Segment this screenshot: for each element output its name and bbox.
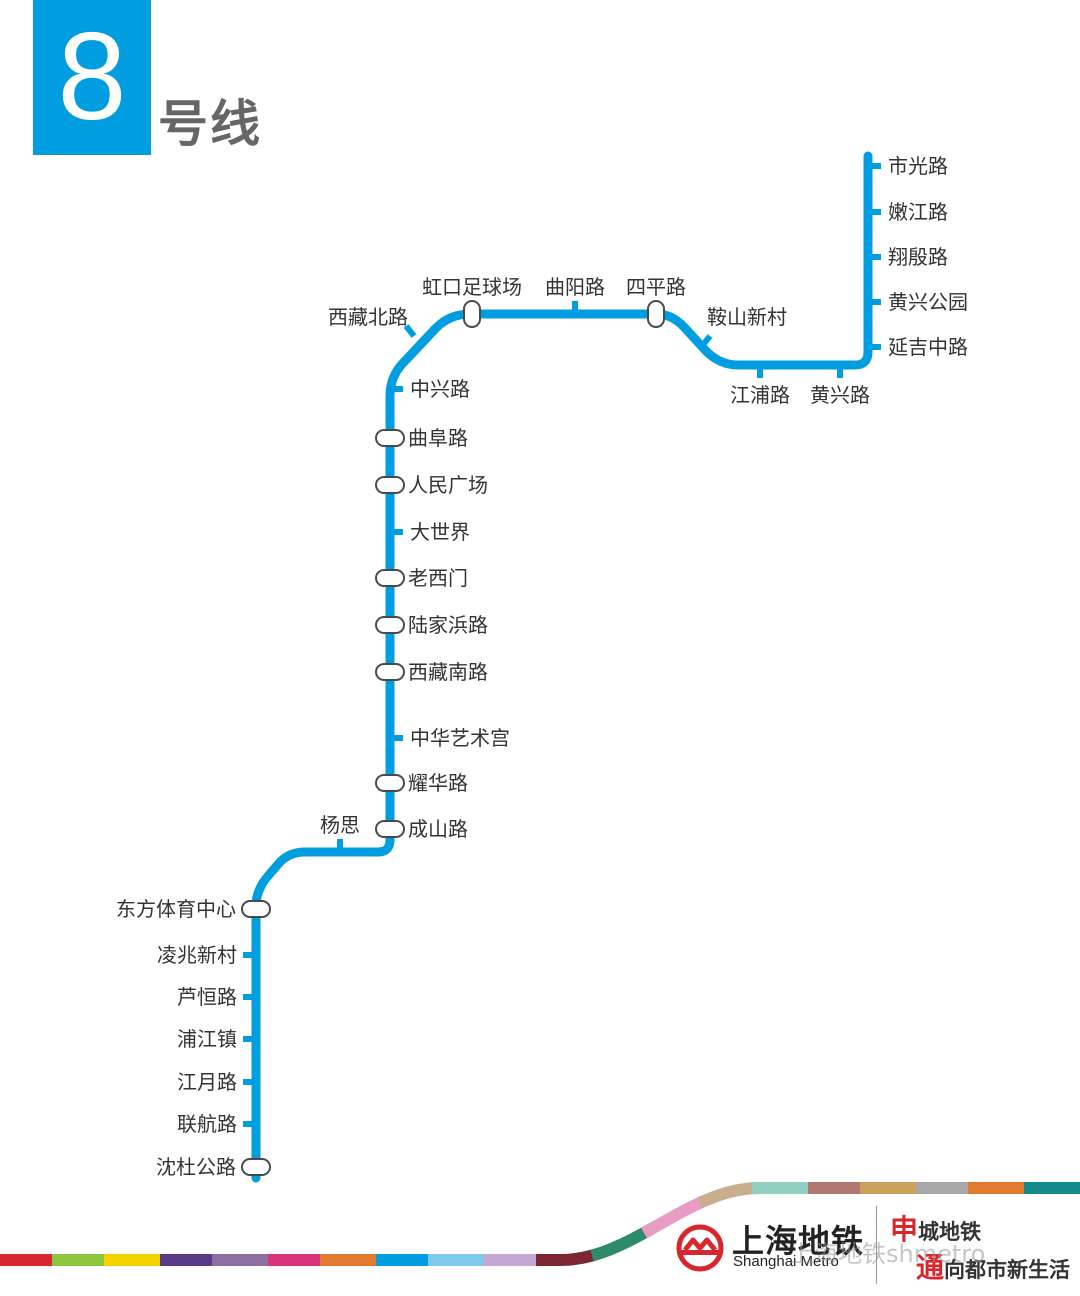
station[interactable]: 凌兆新村 xyxy=(157,943,256,967)
station-label: 耀华路 xyxy=(408,771,468,795)
station-label: 人民广场 xyxy=(408,473,488,497)
station[interactable]: 虹口足球场 xyxy=(422,275,522,328)
station[interactable]: 耀华路 xyxy=(375,771,468,795)
station[interactable]: 中兴路 xyxy=(390,377,470,401)
station-label: 凌兆新村 xyxy=(157,943,237,967)
station-label: 陆家浜路 xyxy=(408,613,488,637)
station[interactable]: 四平路 xyxy=(626,275,686,328)
slogan-line-1: 申城地铁 xyxy=(890,1208,981,1248)
footer-stripe xyxy=(0,1182,1080,1266)
station-label: 中兴路 xyxy=(410,377,470,401)
station[interactable]: 中华艺术宫 xyxy=(390,726,510,750)
interchange-marker xyxy=(375,569,405,587)
interchange-marker xyxy=(241,900,271,918)
station[interactable]: 嫩江路 xyxy=(868,200,948,224)
line-8-route xyxy=(251,151,873,1183)
station-label: 中华艺术宫 xyxy=(410,726,510,750)
station-label: 联航路 xyxy=(177,1112,237,1136)
station-tick xyxy=(403,324,417,338)
station[interactable]: 延吉中路 xyxy=(868,335,968,359)
station[interactable]: 西藏北路 xyxy=(328,305,417,338)
station-label: 西藏南路 xyxy=(408,660,488,684)
station-label: 黄兴公园 xyxy=(888,290,968,314)
interchange-marker xyxy=(375,476,405,494)
station[interactable]: 沈杜公路 xyxy=(156,1155,271,1179)
station[interactable]: 东方体育中心 xyxy=(116,897,271,921)
station[interactable]: 杨思 xyxy=(320,813,360,852)
slogan-line-2: 通向都市新生活 xyxy=(916,1246,1070,1286)
station-label: 大世界 xyxy=(410,520,470,544)
line-title: 号线 xyxy=(158,95,262,153)
station-tick xyxy=(699,334,713,348)
station[interactable]: 曲阜路 xyxy=(375,426,468,450)
station[interactable]: 市光路 xyxy=(868,154,948,178)
station-label: 虹口足球场 xyxy=(422,275,522,299)
brand-name-en: Shanghai Metro xyxy=(733,1253,839,1270)
station-label: 市光路 xyxy=(888,154,948,178)
line-number-badge: 8 xyxy=(33,0,151,155)
interchange-marker xyxy=(375,429,405,447)
station[interactable]: 西藏南路 xyxy=(375,660,488,684)
interchange-marker xyxy=(463,300,481,328)
shanghai-metro-logo-icon xyxy=(676,1224,724,1272)
slogan-1-rest: 城地铁 xyxy=(918,1219,982,1244)
station-label: 曲阳路 xyxy=(545,275,605,299)
interchange-marker xyxy=(375,663,405,681)
station-label: 四平路 xyxy=(626,275,686,299)
station-label: 西藏北路 xyxy=(328,305,408,329)
stripe-segment xyxy=(641,1195,707,1239)
station-label: 翔殷路 xyxy=(888,245,948,269)
station-label: 浦江镇 xyxy=(177,1027,237,1051)
station-label: 老西门 xyxy=(408,566,468,590)
station[interactable]: 黄兴公园 xyxy=(868,290,968,314)
brand-divider xyxy=(876,1206,877,1284)
station-label: 江浦路 xyxy=(730,383,790,407)
station[interactable]: 成山路 xyxy=(375,817,468,841)
station-label: 延吉中路 xyxy=(888,335,968,359)
station-label: 江月路 xyxy=(177,1070,237,1094)
brand-block: 上海地铁 Shanghai Metro 申城地铁 通向都市新生活 xyxy=(676,1206,1080,1288)
station[interactable]: 鞍山新村 xyxy=(699,305,787,348)
station-label: 嫩江路 xyxy=(888,200,948,224)
station-label: 东方体育中心 xyxy=(116,897,236,921)
interchange-marker xyxy=(241,1158,271,1176)
stripe-segment xyxy=(536,1248,598,1266)
station[interactable]: 浦江镇 xyxy=(177,1027,256,1051)
station-label: 成山路 xyxy=(408,817,468,841)
watermark: 上海地铁shmetro xyxy=(790,1240,986,1268)
station[interactable]: 芦恒路 xyxy=(177,985,256,1009)
interchange-marker xyxy=(375,820,405,838)
interchange-marker xyxy=(647,300,665,328)
stripe-segment xyxy=(590,1223,655,1262)
station[interactable]: 黄兴路 xyxy=(810,365,870,407)
station[interactable]: 联航路 xyxy=(177,1112,256,1136)
station[interactable]: 翔殷路 xyxy=(868,245,948,269)
stripe-segment xyxy=(697,1182,761,1209)
station[interactable]: 大世界 xyxy=(390,520,470,544)
slogan-1-head: 申 xyxy=(890,1213,919,1246)
station[interactable]: 老西门 xyxy=(375,566,468,590)
brand-name-cn: 上海地铁 xyxy=(732,1222,865,1260)
line-number: 8 xyxy=(57,8,127,146)
station[interactable]: 江浦路 xyxy=(730,365,790,407)
slogan-2-head: 通 xyxy=(916,1251,945,1284)
station-label: 芦恒路 xyxy=(177,985,237,1009)
station-label: 黄兴路 xyxy=(810,383,870,407)
slogan-2-rest: 向都市新生活 xyxy=(944,1257,1071,1282)
station-label: 沈杜公路 xyxy=(156,1155,236,1179)
station-label: 鞍山新村 xyxy=(707,305,787,329)
station[interactable]: 陆家浜路 xyxy=(375,613,488,637)
interchange-marker xyxy=(375,616,405,634)
station-label: 杨思 xyxy=(320,813,360,837)
interchange-marker xyxy=(375,774,405,792)
station-label: 曲阜路 xyxy=(408,426,468,450)
station[interactable]: 曲阳路 xyxy=(545,275,605,314)
station[interactable]: 江月路 xyxy=(177,1070,256,1094)
station[interactable]: 人民广场 xyxy=(375,473,488,497)
